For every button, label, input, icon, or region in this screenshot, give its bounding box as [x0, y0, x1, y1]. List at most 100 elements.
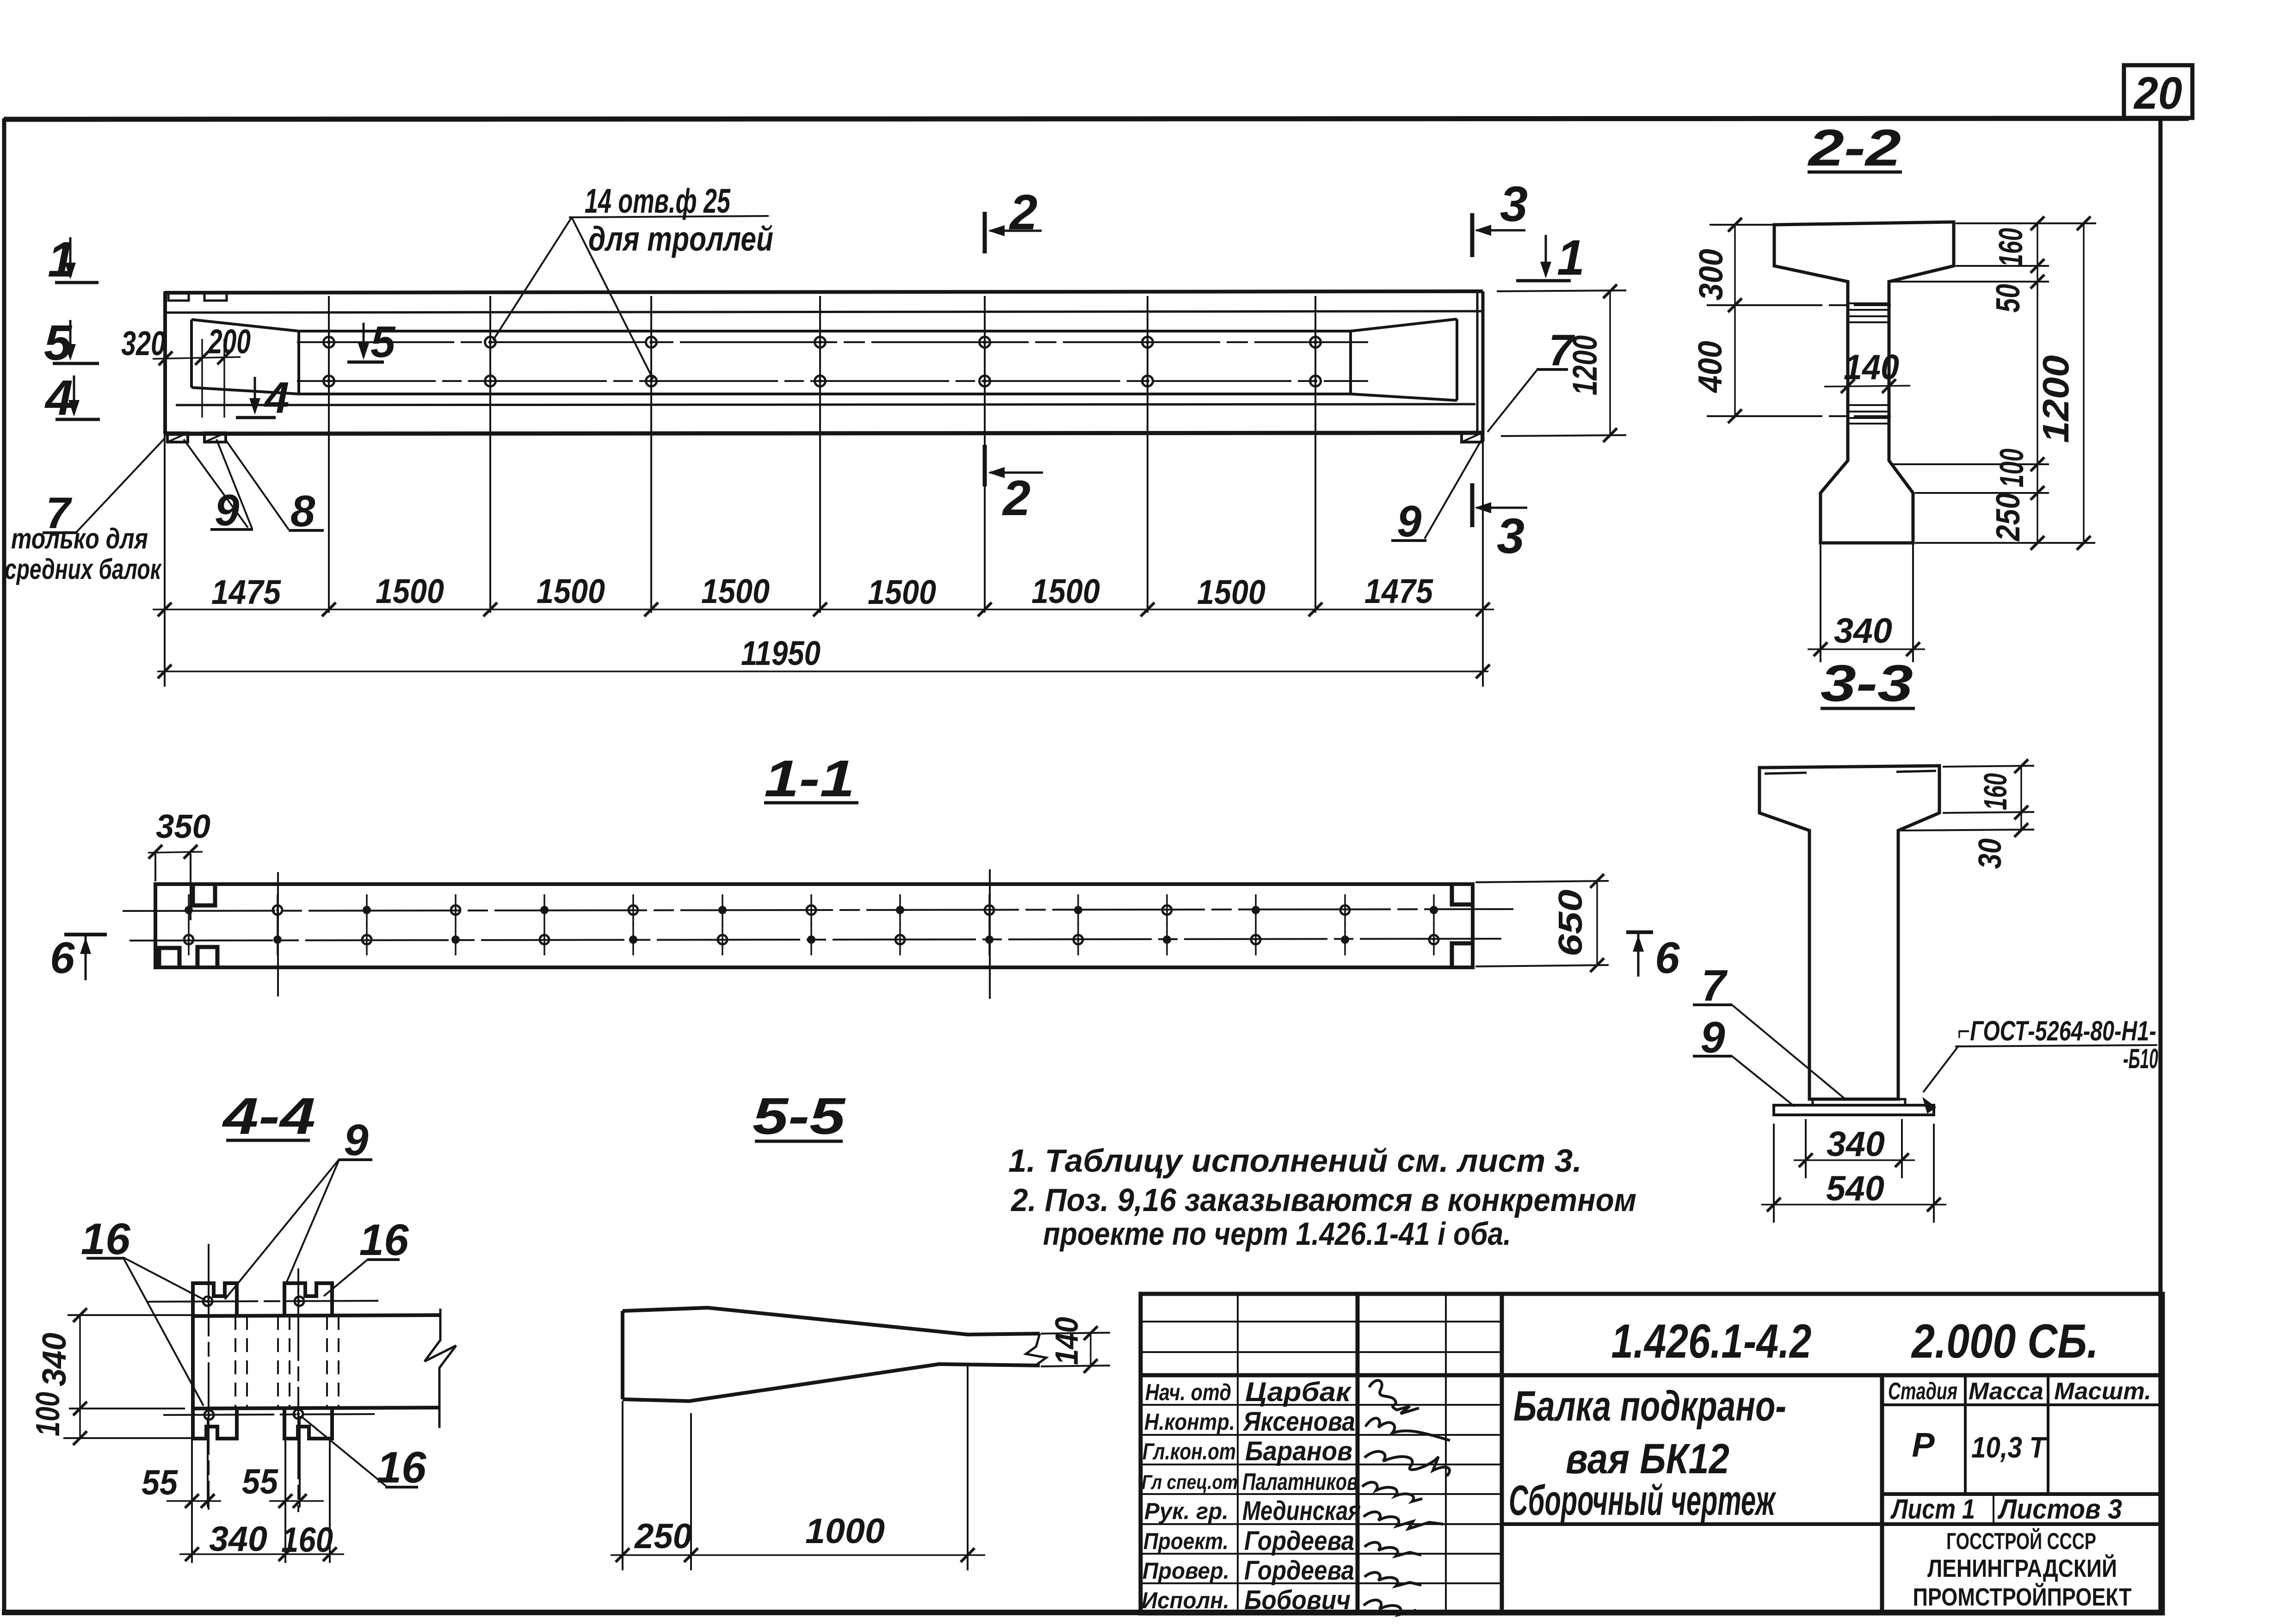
svg-text:16: 16	[359, 1215, 409, 1265]
svg-text:11950: 11950	[741, 634, 821, 672]
svg-text:проекте по черт 1.426.1-41 i о: проекте по черт 1.426.1-41 i оба.	[1043, 1216, 1511, 1252]
svg-text:100: 100	[1994, 449, 2031, 487]
svg-text:средних балок: средних балок	[5, 554, 162, 585]
svg-text:5-5: 5-5	[753, 1087, 846, 1145]
svg-text:7: 7	[1701, 961, 1728, 1010]
svg-text:-Б10: -Б10	[2123, 1043, 2158, 1074]
svg-text:Баранов: Баранов	[1245, 1436, 1352, 1466]
svg-text:1500: 1500	[701, 572, 770, 610]
svg-text:100: 100	[30, 1392, 67, 1436]
svg-text:9: 9	[344, 1115, 368, 1165]
svg-text:9: 9	[1700, 1013, 1725, 1062]
svg-text:1: 1	[1557, 229, 1585, 285]
svg-text:Палатников: Палатников	[1242, 1469, 1358, 1495]
svg-text:250: 250	[1990, 493, 2027, 542]
svg-text:1500: 1500	[1031, 572, 1100, 610]
svg-text:Рук. гр.: Рук. гр.	[1144, 1498, 1228, 1524]
svg-text:1500: 1500	[537, 572, 605, 610]
svg-text:16: 16	[377, 1443, 426, 1492]
svg-text:3-3: 3-3	[1821, 654, 1913, 712]
svg-text:160: 160	[1977, 773, 2013, 810]
svg-text:1500: 1500	[1197, 573, 1265, 611]
svg-text:Гордеева: Гордеева	[1244, 1556, 1354, 1586]
svg-text:только для: только для	[11, 523, 148, 555]
svg-text:55: 55	[242, 1462, 279, 1501]
svg-text:вая БК12: вая БК12	[1566, 1435, 1729, 1483]
svg-text:8: 8	[290, 486, 315, 536]
svg-text:20: 20	[2133, 68, 2182, 118]
svg-text:Исполн.: Исполн.	[1142, 1587, 1229, 1613]
svg-text:2.000 СБ.: 2.000 СБ.	[1911, 1315, 2098, 1368]
svg-text:Гордеева: Гордеева	[1244, 1526, 1354, 1556]
svg-text:Яксенова: Яксенова	[1242, 1407, 1355, 1437]
svg-text:160: 160	[1993, 228, 2030, 267]
svg-text:Проект.: Проект.	[1143, 1528, 1228, 1554]
svg-text:1000: 1000	[805, 1512, 885, 1551]
svg-text:Царбак: Царбак	[1245, 1377, 1352, 1407]
svg-text:4: 4	[264, 373, 289, 423]
svg-text:Гл спец.от: Гл спец.от	[1142, 1471, 1238, 1494]
svg-text:1: 1	[48, 231, 75, 287]
svg-text:9: 9	[215, 486, 239, 535]
svg-text:50: 50	[1990, 284, 2027, 313]
svg-text:540: 540	[1826, 1169, 1884, 1208]
svg-text:9: 9	[1397, 497, 1421, 546]
svg-text:14 отв.ф 25: 14 отв.ф 25	[585, 182, 731, 220]
svg-text:6: 6	[1655, 933, 1680, 983]
svg-text:340: 340	[1834, 611, 1892, 651]
svg-text:Мединская: Мединская	[1242, 1496, 1361, 1526]
svg-text:5: 5	[44, 314, 73, 370]
svg-text:1500: 1500	[376, 572, 444, 610]
svg-text:1. Таблицу исполнений см. лис: 1. Таблицу исполнений см. лист 3.	[1008, 1143, 1582, 1179]
svg-text:3: 3	[1500, 176, 1528, 232]
svg-text:2: 2	[1002, 470, 1031, 526]
svg-text:300: 300	[1693, 249, 1730, 301]
svg-text:16: 16	[81, 1214, 130, 1264]
svg-text:140: 140	[1049, 1317, 1085, 1365]
svg-text:Гл.кон.от: Гл.кон.от	[1142, 1439, 1236, 1464]
svg-text:340: 340	[36, 1333, 73, 1386]
svg-text:1200: 1200	[2035, 355, 2076, 443]
svg-text:340: 340	[209, 1519, 267, 1559]
svg-text:6: 6	[50, 933, 75, 983]
svg-text:650: 650	[1552, 890, 1589, 957]
svg-text:Листов 3: Листов 3	[1997, 1494, 2122, 1525]
svg-text:Балка подкрано-: Балка подкрано-	[1513, 1383, 1786, 1430]
svg-text:1.426.1-4.2: 1.426.1-4.2	[1611, 1315, 1812, 1368]
svg-text:5: 5	[370, 317, 396, 367]
svg-text:1-1: 1-1	[764, 750, 855, 807]
svg-text:55: 55	[142, 1463, 179, 1502]
svg-text:2: 2	[1009, 184, 1037, 240]
svg-text:для троллей: для троллей	[588, 220, 773, 258]
svg-text:⌐ГОСТ-5264-80-Н1-: ⌐ГОСТ-5264-80-Н1-	[1957, 1015, 2156, 1046]
svg-text:7: 7	[46, 488, 73, 538]
svg-text:1200: 1200	[1566, 335, 1604, 395]
svg-text:340: 340	[1827, 1125, 1885, 1164]
svg-text:400: 400	[1692, 341, 1729, 394]
svg-text:Бобович: Бобович	[1244, 1585, 1351, 1615]
svg-text:2-2: 2-2	[1808, 119, 1901, 177]
svg-text:ГОССТРОЙ СССР: ГОССТРОЙ СССР	[1946, 1528, 2096, 1554]
svg-text:10,3 Т: 10,3 Т	[1971, 1431, 2047, 1464]
svg-text:4-4: 4-4	[222, 1087, 315, 1145]
svg-text:Стадия: Стадия	[1888, 1378, 1957, 1405]
svg-text:4: 4	[44, 369, 73, 425]
svg-text:320: 320	[121, 324, 166, 363]
svg-text:160: 160	[281, 1520, 333, 1560]
svg-text:Нач. отд: Нач. отд	[1145, 1379, 1231, 1405]
svg-text:Провер.: Провер.	[1142, 1558, 1229, 1584]
svg-text:350: 350	[156, 808, 210, 845]
svg-text:ЛЕНИНГРАДСКИЙ: ЛЕНИНГРАДСКИЙ	[1927, 1554, 2117, 1582]
svg-text:200: 200	[208, 322, 251, 361]
svg-text:3: 3	[1497, 508, 1524, 564]
svg-text:Масшт.: Масшт.	[2054, 1378, 2151, 1405]
svg-text:Сборочный чертеж: Сборочный чертеж	[1509, 1477, 1777, 1524]
svg-text:2. Поз. 9,16 заказываются в ко: 2. Поз. 9,16 заказываются в конкретном	[1010, 1182, 1636, 1218]
svg-text:Н.контр.: Н.контр.	[1144, 1409, 1235, 1435]
svg-text:1475: 1475	[211, 573, 282, 611]
svg-text:Р: Р	[1912, 1426, 1935, 1464]
svg-text:250: 250	[634, 1517, 692, 1556]
svg-text:1475: 1475	[1364, 572, 1434, 610]
svg-text:ПРОМСТРОЙПРОЕКТ: ПРОМСТРОЙПРОЕКТ	[1913, 1583, 2132, 1611]
svg-text:Лист 1: Лист 1	[1890, 1494, 1975, 1525]
